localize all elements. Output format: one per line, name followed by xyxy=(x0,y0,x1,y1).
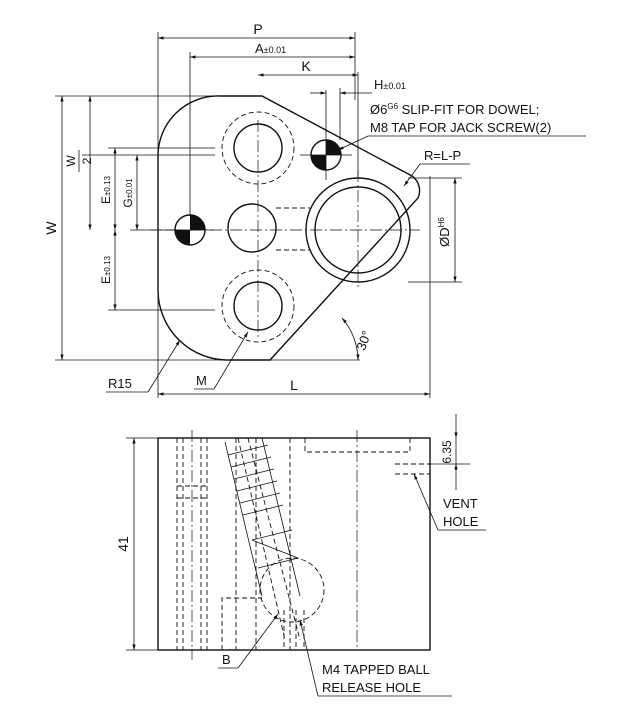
angle-arc xyxy=(341,317,360,361)
dim-w2-numerator: W xyxy=(64,155,78,167)
side-body xyxy=(157,437,431,651)
leader-m xyxy=(213,331,249,390)
dim-d-label: ØDH6 xyxy=(437,217,452,247)
leader-vent-hole xyxy=(413,473,439,531)
note-r15: R15 xyxy=(108,376,132,391)
dim-41-label: 41 xyxy=(115,536,131,552)
dim-w2-denominator: 2 xyxy=(80,157,94,164)
leader-radius-rule xyxy=(403,163,421,187)
angle-label: 30° xyxy=(353,329,374,353)
inclined-threaded-hole xyxy=(224,437,301,641)
large-bore-inner xyxy=(314,186,402,274)
note-jack-screw: M8 TAP FOR JACK SCREW(2) xyxy=(370,120,551,135)
top-view: P A±0.01 K H±0.01 Ø6G6 SLIP-FIT FOR DOWE… xyxy=(43,21,586,398)
upper-tapped-hole xyxy=(233,123,283,173)
leader-ball-release xyxy=(299,619,319,697)
note-m: M xyxy=(196,373,207,388)
dim-g-label: G±0.01 xyxy=(121,178,135,208)
ball-hidden xyxy=(259,557,325,623)
vent-hole-hidden xyxy=(395,463,430,475)
lower-tapped-hole xyxy=(233,281,283,331)
dim-p-label: P xyxy=(253,21,262,37)
dim-h-label: H±0.01 xyxy=(374,77,406,92)
upper-tapped-hole-outer xyxy=(221,111,295,185)
counterbore-hidden xyxy=(304,438,411,453)
dim-l-label: L xyxy=(290,377,298,393)
plate-outline xyxy=(157,95,421,361)
dim-a-label: A±0.01 xyxy=(255,41,286,56)
dim-e-lower-label: E±0.13 xyxy=(99,255,113,284)
note-dowel-slip-fit: Ø6G6 SLIP-FIT FOR DOWEL; xyxy=(370,102,539,117)
leader-b xyxy=(237,613,279,669)
note-radius-rule: R=L-P xyxy=(424,148,461,163)
leader-dowel-note xyxy=(337,135,369,151)
dim-k-label: K xyxy=(301,58,311,74)
note-vent-line2: HOLE xyxy=(443,514,479,529)
middle-hole xyxy=(227,203,277,253)
note-vent-line1: VENT xyxy=(443,496,478,511)
leader-r15 xyxy=(147,339,181,393)
dim-635-label: 6.35 xyxy=(440,440,454,464)
lower-tapped-hole-outer xyxy=(221,269,295,343)
note-ball-release-line1: M4 TAPPED BALL xyxy=(322,662,430,677)
note-b: B xyxy=(222,652,231,667)
note-ball-release-line2: RELEASE HOLE xyxy=(322,680,421,695)
dim-e-upper-label: E±0.13 xyxy=(99,175,113,204)
dim-w-label: W xyxy=(43,221,59,235)
dowel-symbol-upper xyxy=(300,90,352,180)
side-view: 41 6.35 VENT HOLE B M4 TAPPED BALL RELEA… xyxy=(115,414,486,697)
